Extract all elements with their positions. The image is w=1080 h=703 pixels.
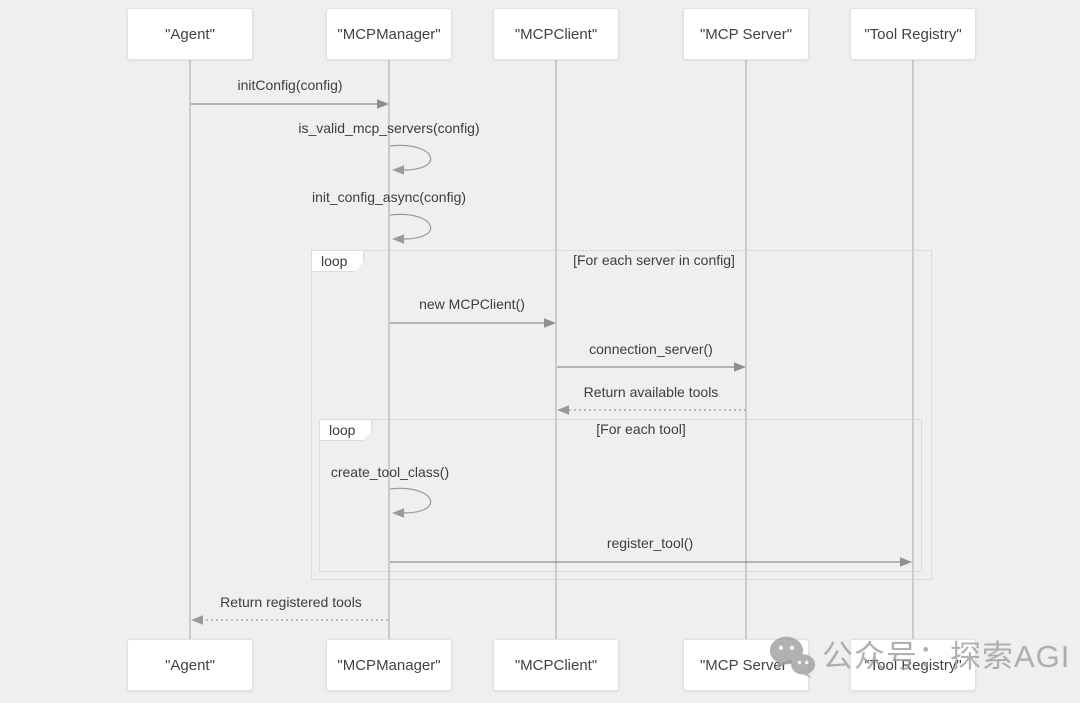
participant-label: "Agent": [165, 25, 215, 43]
participant-label: "MCP Server": [699, 25, 793, 43]
loop-fragment-inner-operator: loop: [319, 419, 373, 441]
message-label-initconfig: initConfig(config): [237, 77, 343, 93]
lifeline-toolregistry: [912, 60, 914, 639]
participant-label: "MCPManager": [337, 25, 441, 43]
participant-top-toolregistry: "Tool Registry": [850, 8, 976, 60]
message-label-return-registered-tools: Return registered tools: [220, 594, 362, 610]
loop-fragment-inner-guard: [For each tool]: [596, 421, 686, 437]
loop-fragment-inner: [319, 419, 922, 572]
participant-label: "MCP Server": [699, 656, 793, 674]
message-label-create-tool-class: create_tool_class(): [330, 464, 450, 480]
participant-label: "Tool Registry": [864, 656, 962, 674]
message-label-connection-server: connection_server(): [589, 341, 713, 357]
arrow-return-registered-tools: [191, 615, 388, 625]
participant-label: "Agent": [165, 656, 215, 674]
participant-bottom-mcpmanager: "MCPManager": [326, 639, 452, 691]
participant-label: "MCPClient": [514, 25, 598, 43]
participant-bottom-mcpclient: "MCPClient": [493, 639, 619, 691]
participant-label: "Tool Registry": [864, 25, 962, 43]
message-label-return-available-tools: Return available tools: [583, 384, 719, 400]
arrow-initconfig: [191, 99, 389, 109]
loop-fragment-outer-operator: loop: [311, 250, 365, 272]
message-label-init-config-async: init_config_async(config): [311, 189, 467, 205]
arrow-self-init-config-async: [389, 213, 432, 244]
lifeline-agent: [189, 60, 191, 639]
message-label-is-valid-mcp-servers: is_valid_mcp_servers(config): [298, 120, 480, 136]
message-label-register-tool: register_tool(): [606, 535, 694, 551]
arrow-self-is-valid-mcp-servers: [389, 144, 432, 175]
participant-label: "MCPClient": [514, 656, 598, 674]
lifeline-mcpserver: [745, 60, 747, 639]
lifeline-mcpclient: [555, 60, 557, 639]
participant-top-mcpserver: "MCP Server": [683, 8, 809, 60]
message-label-new-mcpclient: new MCPClient(): [419, 296, 525, 312]
loop-fragment-outer: [311, 250, 932, 580]
participant-label: "MCPManager": [337, 656, 441, 674]
participant-top-mcpclient: "MCPClient": [493, 8, 619, 60]
participant-bottom-mcpserver: "MCP Server": [683, 639, 809, 691]
participant-bottom-toolregistry: "Tool Registry": [850, 639, 976, 691]
participant-top-agent: "Agent": [127, 8, 253, 60]
loop-fragment-outer-guard: [For each server in config]: [573, 252, 735, 268]
lifeline-mcpmanager: [388, 60, 390, 639]
participant-top-mcpmanager: "MCPManager": [326, 8, 452, 60]
participant-bottom-agent: "Agent": [127, 639, 253, 691]
